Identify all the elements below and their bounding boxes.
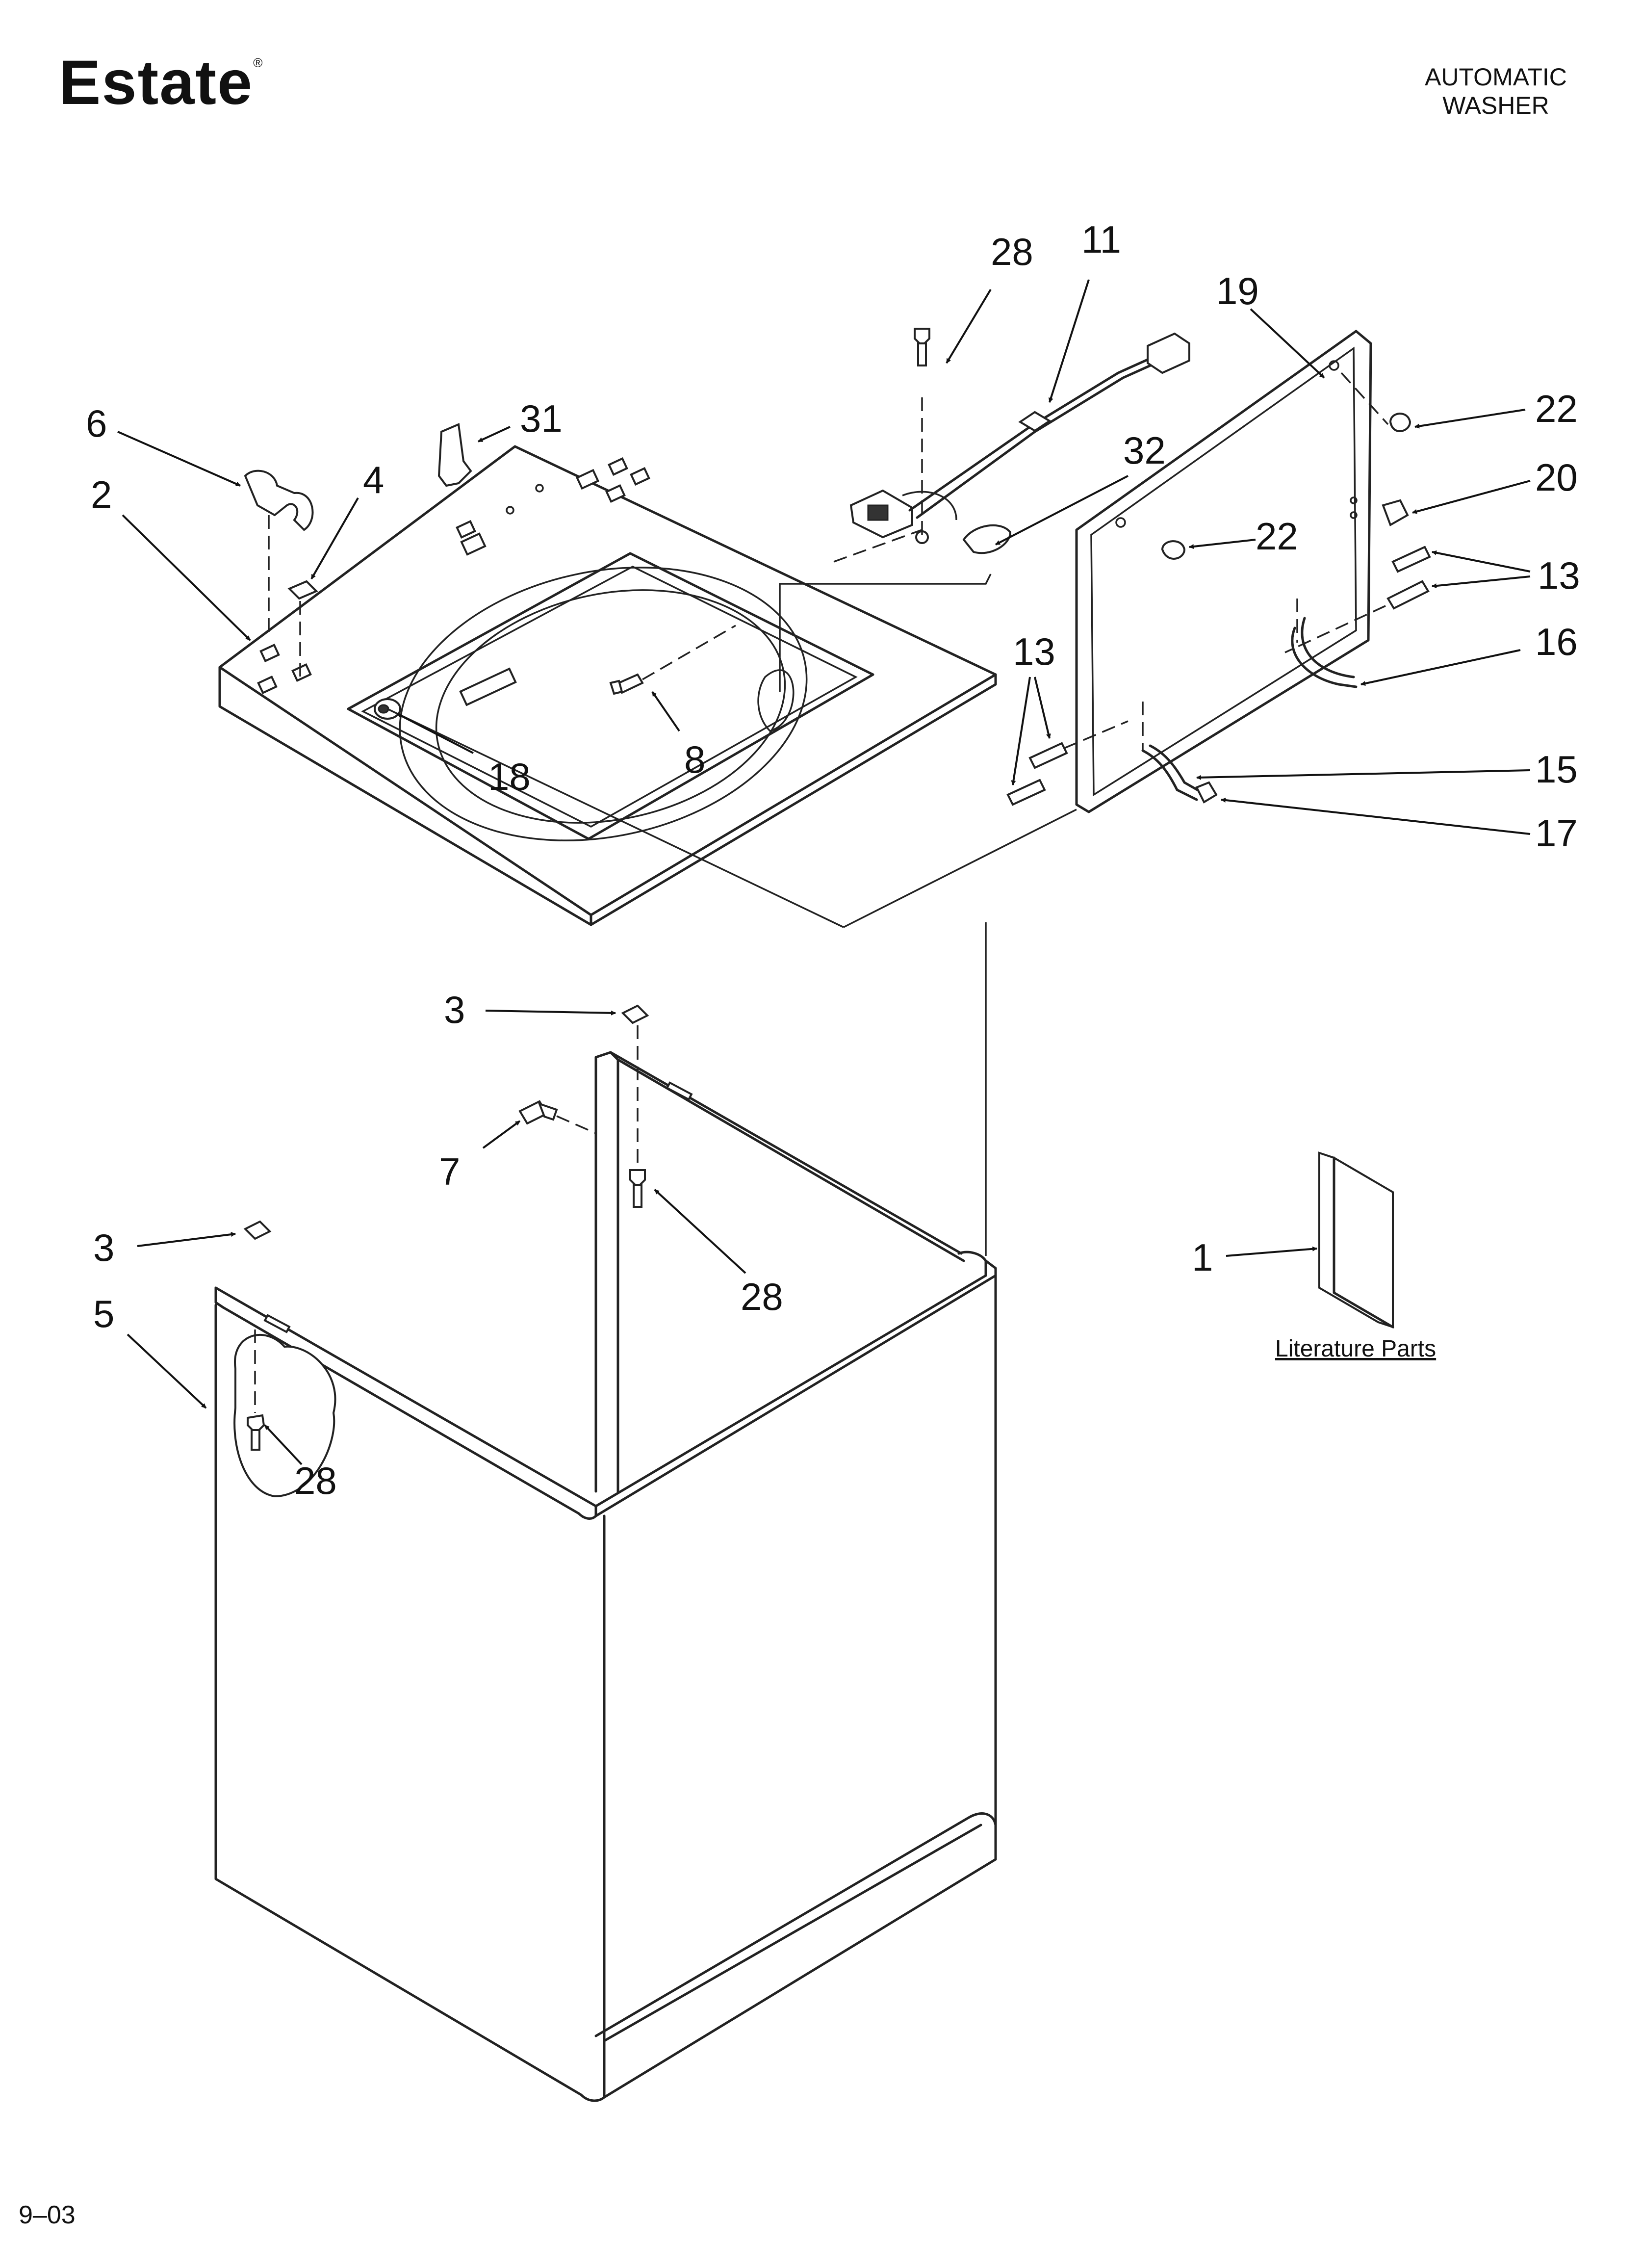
clip-part-3-top bbox=[621, 1004, 649, 1168]
callout-19: 19 bbox=[1216, 269, 1259, 313]
callout-labels: 28 11 19 6 31 4 2 32 22 20 22 13 16 13 1… bbox=[86, 218, 1580, 1502]
bracket-part-31 bbox=[437, 423, 472, 487]
callout-18: 18 bbox=[488, 755, 531, 798]
callout-17: 17 bbox=[1535, 811, 1578, 855]
leader-arrows bbox=[117, 279, 1531, 1465]
callout-28-mid: 28 bbox=[741, 1275, 783, 1318]
top-panel bbox=[218, 445, 997, 926]
hinge-part-6 bbox=[244, 469, 314, 633]
callout-6: 6 bbox=[86, 402, 107, 445]
callout-13-right: 13 bbox=[1538, 554, 1580, 597]
screw-part-28-mid bbox=[629, 1169, 646, 1208]
footer-code: 9–03 bbox=[19, 2201, 76, 2229]
callout-7: 7 bbox=[439, 1150, 460, 1193]
callout-8: 8 bbox=[684, 738, 705, 781]
callout-3-left: 3 bbox=[93, 1226, 114, 1269]
document-type: AUTOMATIC WASHER bbox=[1412, 63, 1579, 120]
callout-1: 1 bbox=[1192, 1236, 1213, 1279]
callout-16: 16 bbox=[1535, 620, 1578, 663]
callout-22-mid: 22 bbox=[1256, 515, 1298, 558]
clip-part-3-left bbox=[243, 1220, 272, 1240]
clip-part-4 bbox=[287, 580, 318, 679]
callout-28-low: 28 bbox=[294, 1459, 337, 1502]
doc-type-line1: AUTOMATIC bbox=[1425, 63, 1567, 91]
callout-22-right: 22 bbox=[1535, 387, 1578, 430]
callout-32: 32 bbox=[1123, 429, 1166, 472]
assembly-line-1 bbox=[387, 708, 844, 928]
registered-mark: ® bbox=[253, 55, 264, 70]
callout-5: 5 bbox=[93, 1292, 114, 1335]
callout-3-top: 3 bbox=[444, 988, 465, 1031]
callout-13-left: 13 bbox=[1013, 630, 1055, 673]
assembly-line-2 bbox=[843, 808, 1077, 928]
screw-part-7 bbox=[518, 1100, 596, 1134]
literature-booklet bbox=[1318, 1151, 1394, 1329]
screw-part-8 bbox=[609, 625, 736, 695]
callout-15: 15 bbox=[1535, 748, 1578, 791]
brand-logo: Estate® bbox=[59, 47, 263, 119]
doc-type-line2: WASHER bbox=[1442, 92, 1549, 119]
callout-31: 31 bbox=[520, 397, 563, 440]
brand-name: Estate bbox=[59, 48, 254, 118]
callout-20: 20 bbox=[1535, 456, 1578, 499]
literature-parts-label: Literature Parts bbox=[1275, 1336, 1436, 1362]
callout-11: 11 bbox=[1081, 218, 1121, 261]
callout-2: 2 bbox=[91, 473, 112, 516]
cabinet-part-5 bbox=[214, 1051, 997, 2102]
callout-4: 4 bbox=[363, 458, 384, 501]
console-frame-part-19 bbox=[1006, 330, 1431, 813]
lid-switch-assembly bbox=[779, 328, 1190, 692]
callout-28-top: 28 bbox=[991, 230, 1033, 273]
